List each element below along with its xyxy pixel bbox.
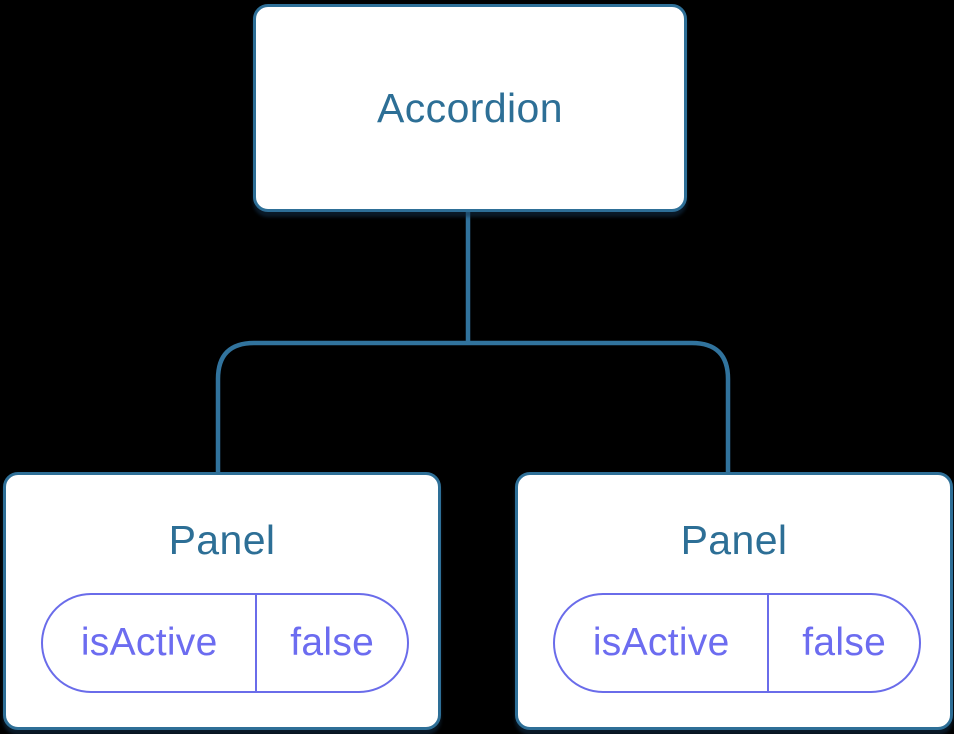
state-value-label: false (290, 621, 375, 664)
state-pill: isActive false (553, 593, 921, 693)
connector-branch (215, 340, 731, 473)
state-key-label: isActive (555, 595, 770, 691)
tree-node-panel-left: Panel isActive false (3, 472, 441, 730)
state-value-label: false (802, 621, 887, 664)
panel-node-label: Panel (168, 517, 276, 563)
state-pill: isActive false (41, 593, 409, 693)
panel-node-label: Panel (680, 517, 788, 563)
state-key-label: isActive (43, 595, 258, 691)
tree-node-panel-right: Panel isActive false (515, 472, 953, 730)
tree-node-accordion: Accordion (253, 4, 687, 212)
accordion-node-label: Accordion (377, 84, 563, 131)
